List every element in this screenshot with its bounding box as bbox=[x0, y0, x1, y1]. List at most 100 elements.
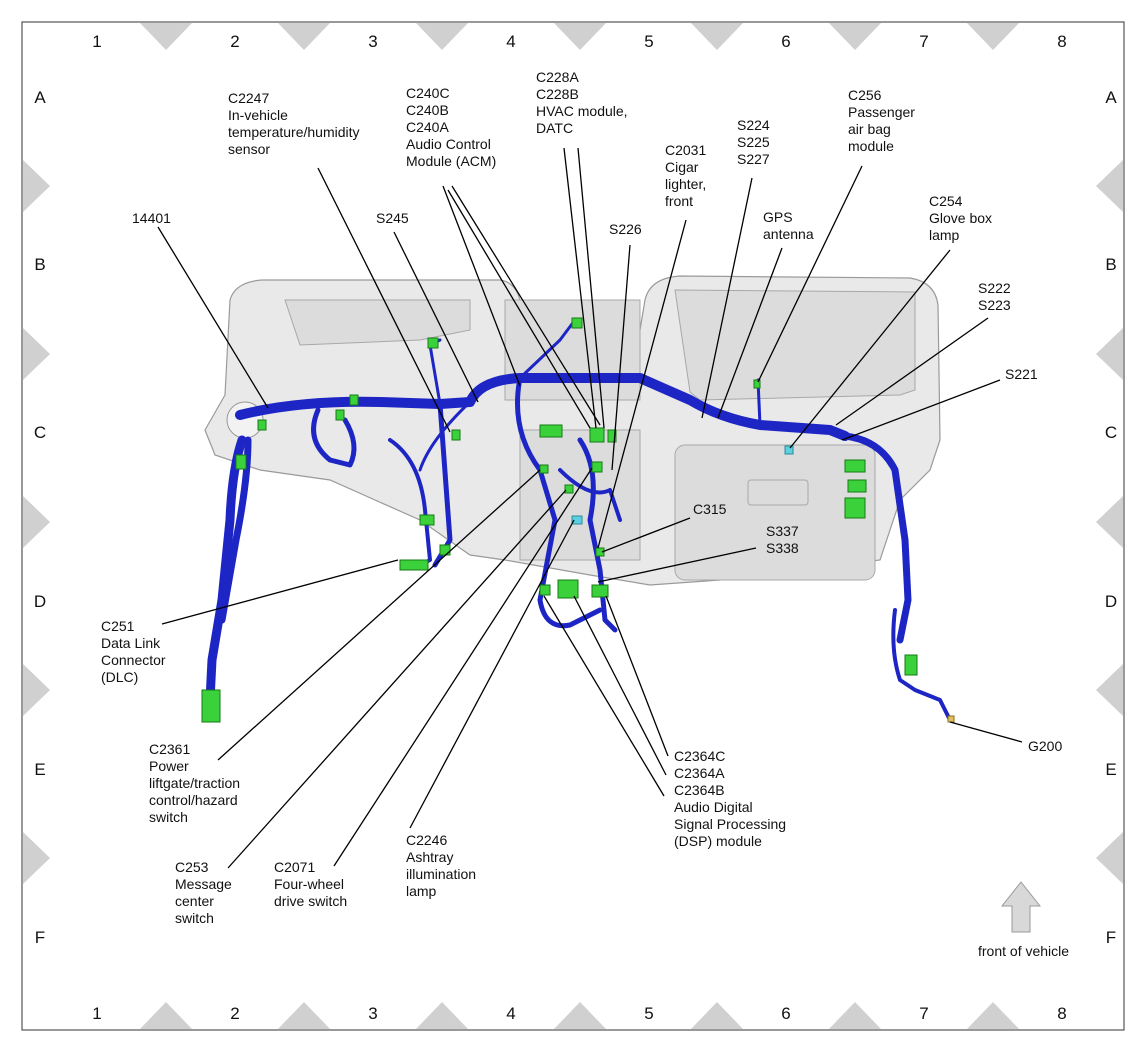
callout-line: C256 bbox=[848, 87, 882, 103]
callout-line: C2246 bbox=[406, 832, 447, 848]
callout-line: In-vehicle bbox=[228, 107, 288, 123]
callout-line: Audio Digital bbox=[674, 799, 753, 815]
callout-line: illumination bbox=[406, 866, 476, 882]
callout-line: S223 bbox=[978, 297, 1011, 313]
grid-row-label: A bbox=[1105, 88, 1117, 107]
callout-line: (DLC) bbox=[101, 669, 138, 685]
callout-line: Cigar bbox=[665, 159, 699, 175]
grid-column-label: 8 bbox=[1057, 32, 1066, 51]
callout-14401: 14401 bbox=[132, 210, 171, 226]
grid-row-label: F bbox=[1106, 928, 1116, 947]
callout-line: temperature/humidity bbox=[228, 124, 360, 140]
grid-chevron bbox=[278, 1002, 330, 1029]
callout-line: Passenger bbox=[848, 104, 915, 120]
callout-line: C253 bbox=[175, 859, 209, 875]
grid-row-label: D bbox=[34, 592, 46, 611]
grid-column-label: 8 bbox=[1057, 1004, 1066, 1023]
grid-chevron bbox=[1096, 664, 1123, 716]
callout-line: Glove box bbox=[929, 210, 992, 226]
grid-chevron bbox=[554, 23, 606, 50]
grid-column-label: 1 bbox=[92, 1004, 101, 1023]
callout-line: C2364C bbox=[674, 748, 725, 764]
callout-line: GPS bbox=[763, 209, 793, 225]
callout-s226: S226 bbox=[609, 221, 642, 237]
front-of-vehicle-label: front of vehicle bbox=[978, 943, 1069, 959]
callout-line: C254 bbox=[929, 193, 963, 209]
callout-line: Power bbox=[149, 758, 189, 774]
grid-row-label: F bbox=[35, 928, 45, 947]
grid-column-label: 3 bbox=[368, 1004, 377, 1023]
callout-line: C251 bbox=[101, 618, 135, 634]
callout-line: lamp bbox=[406, 883, 437, 899]
grid-column-label: 4 bbox=[506, 1004, 515, 1023]
callout-line: C240B bbox=[406, 102, 449, 118]
grid-rows-right: A B C D E F bbox=[1105, 88, 1117, 947]
grid-chevron bbox=[1096, 832, 1123, 884]
callout-line: sensor bbox=[228, 141, 270, 157]
callout-line: S337 bbox=[766, 523, 799, 539]
callout-line: lighter, bbox=[665, 176, 706, 192]
grid-chevron bbox=[1096, 328, 1123, 380]
grid-chevron bbox=[691, 23, 743, 50]
grid-row-label: E bbox=[34, 760, 45, 779]
callout-line: S245 bbox=[376, 210, 409, 226]
grid-column-label: 1 bbox=[92, 32, 101, 51]
grid-chevron bbox=[416, 1002, 468, 1029]
grid-row-label: C bbox=[1105, 423, 1117, 442]
callout-line: S338 bbox=[766, 540, 799, 556]
grid-chevron bbox=[829, 1002, 881, 1029]
grid-column-label: 6 bbox=[781, 32, 790, 51]
callout-line: front bbox=[665, 193, 693, 209]
grid-row-label: D bbox=[1105, 592, 1117, 611]
grid-chevron bbox=[829, 23, 881, 50]
grid-chevron bbox=[278, 23, 330, 50]
connectors bbox=[201, 317, 955, 723]
callout-line: S224 bbox=[737, 117, 770, 133]
callout-line: center bbox=[175, 893, 214, 909]
callout-line: Data Link bbox=[101, 635, 161, 651]
grid-column-label: 6 bbox=[781, 1004, 790, 1023]
grid-chevron bbox=[1096, 160, 1123, 212]
grid-column-label: 7 bbox=[919, 32, 928, 51]
grid-chevron bbox=[23, 328, 50, 380]
grid-row-label: B bbox=[1105, 255, 1116, 274]
callout-line: C2071 bbox=[274, 859, 315, 875]
callout-line: Connector bbox=[101, 652, 166, 668]
grid-chevron bbox=[416, 23, 468, 50]
grid-chevron bbox=[23, 664, 50, 716]
grid-column-label: 2 bbox=[230, 1004, 239, 1023]
callout-line: S226 bbox=[609, 221, 642, 237]
leader-lines bbox=[157, 147, 1023, 869]
callout-line: C240C bbox=[406, 85, 450, 101]
grid-row-label: E bbox=[1105, 760, 1116, 779]
callout-line: HVAC module, bbox=[536, 103, 628, 119]
grid-chevron bbox=[23, 832, 50, 884]
callout-line: lamp bbox=[929, 227, 960, 243]
callout-line: (DSP) module bbox=[674, 833, 762, 849]
grid-row-label: B bbox=[34, 255, 45, 274]
grid-column-label: 5 bbox=[644, 1004, 653, 1023]
callout-line: C2247 bbox=[228, 90, 269, 106]
callout-c315: C315 bbox=[693, 501, 727, 517]
callout-line: Four-wheel bbox=[274, 876, 344, 892]
callout-line: Signal Processing bbox=[674, 816, 786, 832]
